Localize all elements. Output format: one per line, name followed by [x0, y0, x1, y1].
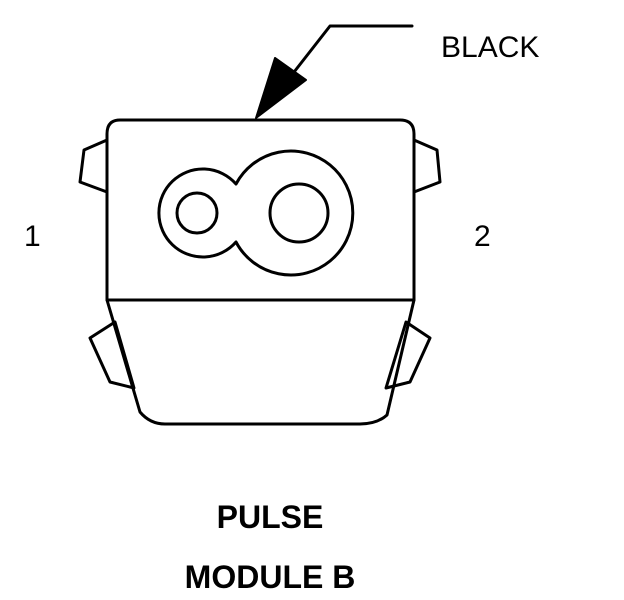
latch-right-lower — [384, 320, 432, 390]
title-line-1: PULSE — [217, 499, 324, 535]
terminal-2 — [268, 182, 330, 244]
wire-color-leader — [255, 24, 414, 119]
connector-icon — [78, 118, 442, 426]
latch-right-upper — [412, 138, 442, 194]
terminal-1 — [175, 191, 219, 235]
wire-color-label: BLACK — [441, 31, 539, 64]
pin-label-2: 2 — [474, 220, 491, 253]
leader-arrow-icon — [255, 57, 307, 119]
cavity-outline — [157, 149, 355, 277]
pin-label-1: 1 — [24, 220, 41, 253]
title-line-2: MODULE B — [185, 559, 356, 595]
latch-left-lower — [88, 320, 136, 390]
latch-left-upper — [78, 138, 109, 194]
